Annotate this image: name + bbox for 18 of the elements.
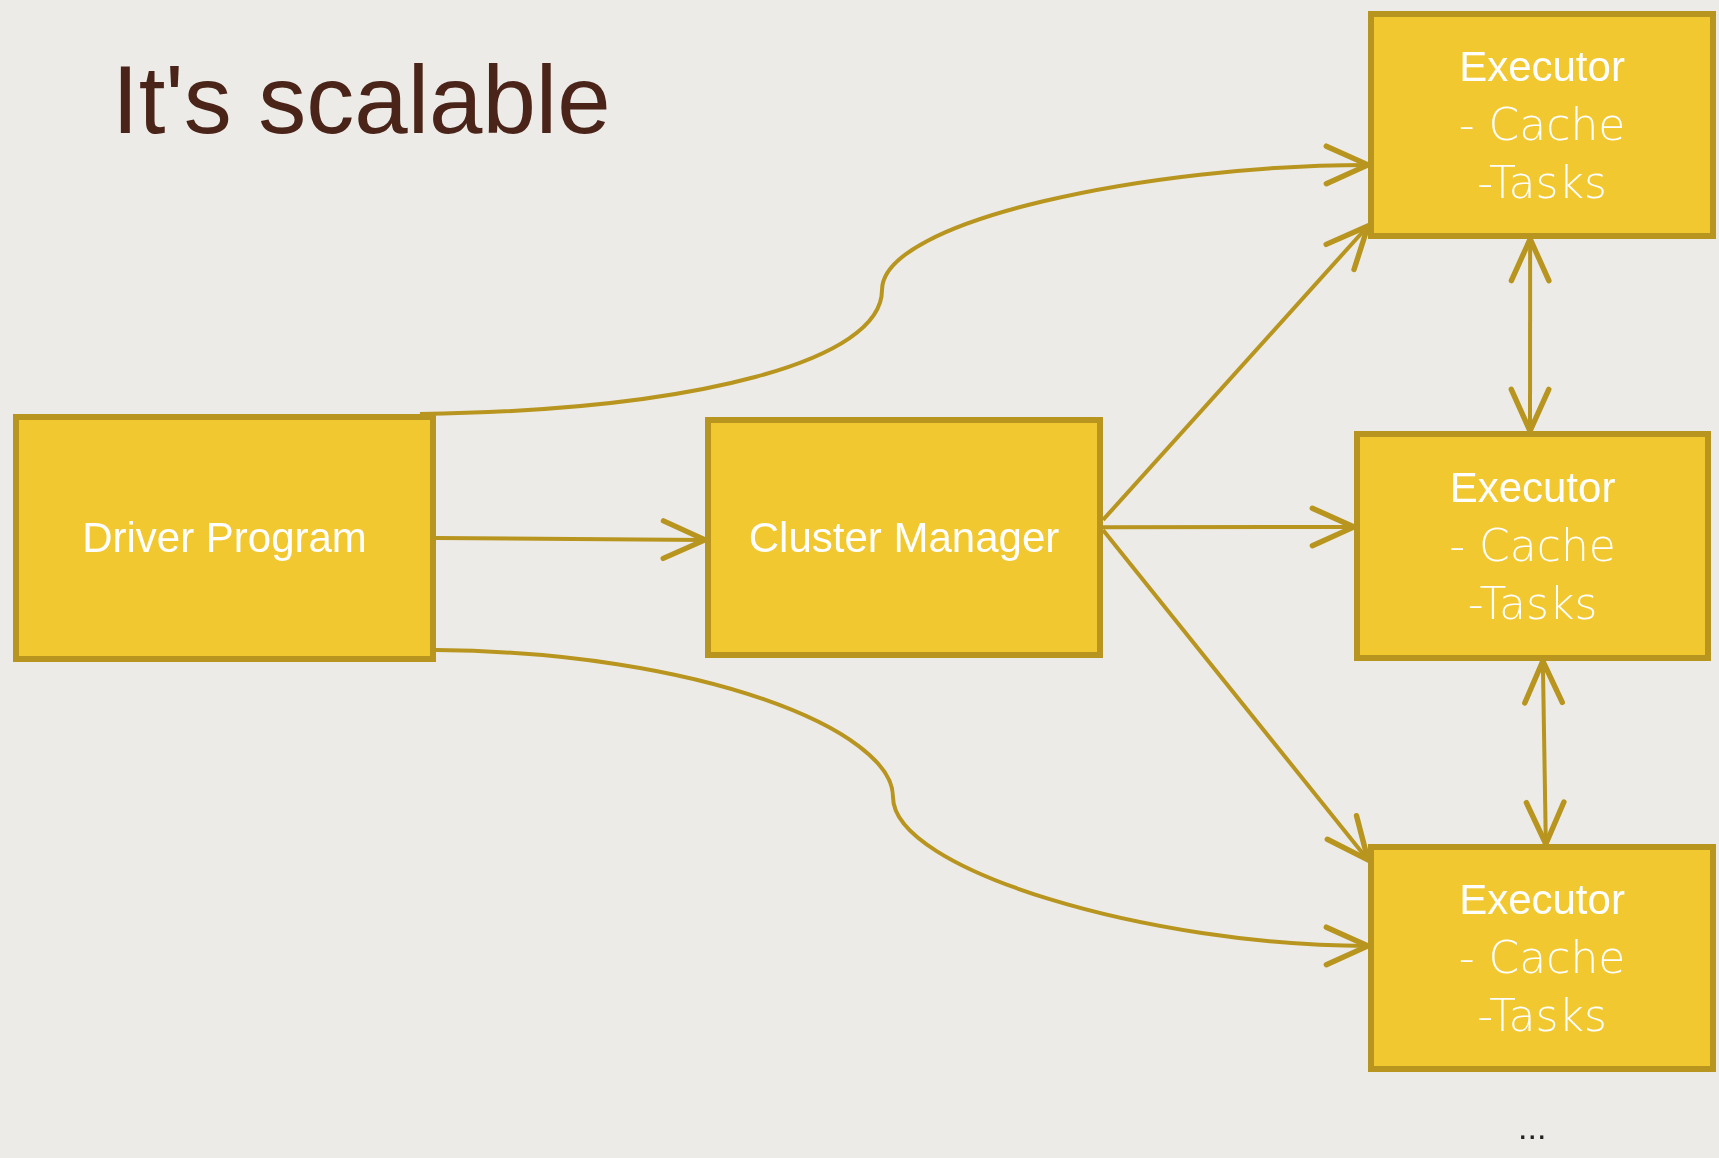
box-text: -Tasks [1477, 156, 1607, 210]
box-text: -Tasks [1477, 989, 1607, 1043]
box-text: - Cache [1449, 519, 1616, 573]
box-heading: Executor [1449, 463, 1616, 513]
box-heading: Executor [1459, 42, 1625, 92]
process-box [705, 417, 1103, 658]
box-heading: Executor [1459, 875, 1625, 925]
ellipsis-note: ... [1518, 1110, 1547, 1144]
box-text: - Cache [1458, 98, 1626, 152]
process-box [13, 414, 436, 662]
process-box [1368, 11, 1716, 239]
box-heading: Driver Program [82, 513, 367, 563]
box-heading: Cluster Manager [748, 512, 1060, 563]
title: It's scalable [112, 52, 611, 148]
box-text: -Tasks [1467, 577, 1598, 631]
box-text: - Cache [1458, 931, 1626, 985]
process-box [1354, 431, 1711, 661]
process-box [1368, 844, 1716, 1072]
